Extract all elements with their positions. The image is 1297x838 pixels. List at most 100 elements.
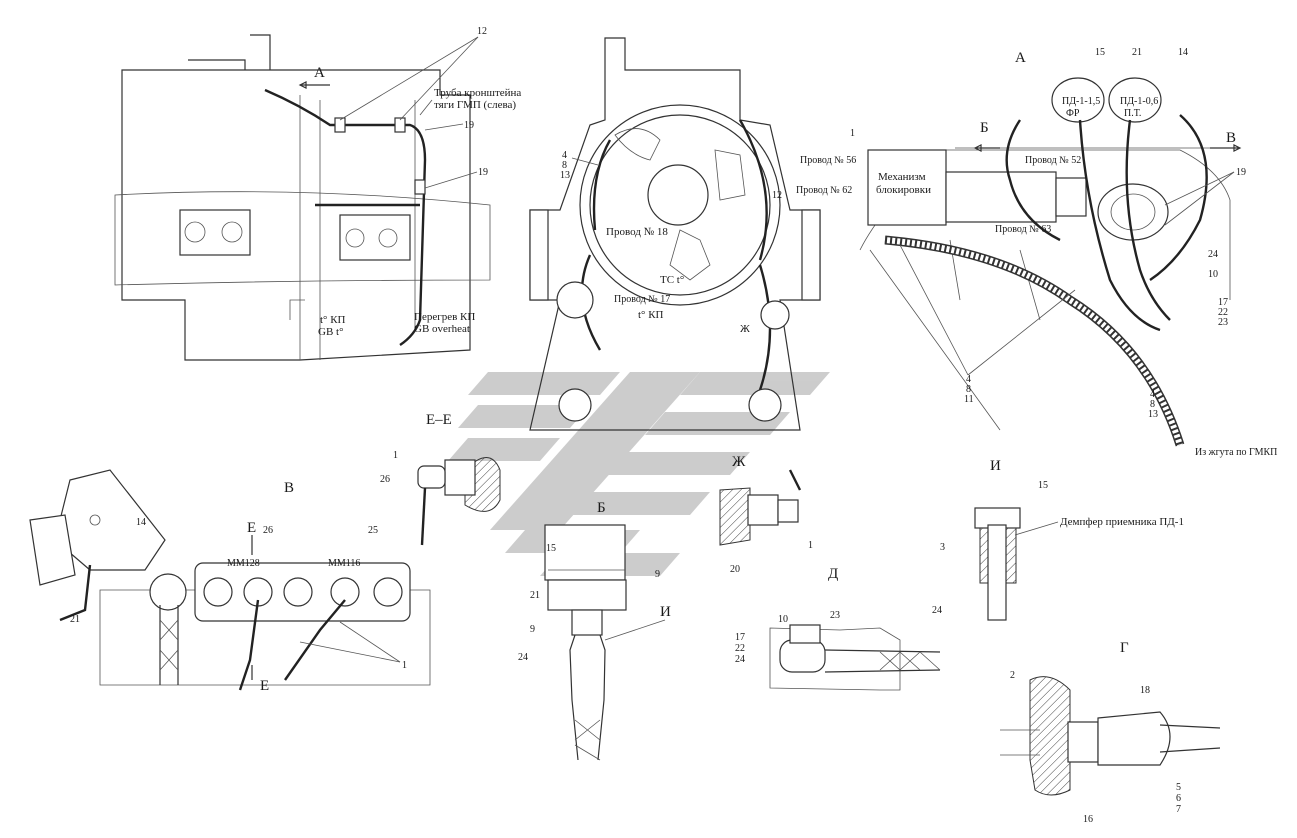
label-mm116: ММ116 bbox=[328, 558, 360, 569]
label-overheat-en: GB overheat bbox=[414, 323, 470, 335]
callout-15a: 15 bbox=[1095, 47, 1105, 58]
label-wire-52: Провод № 52 bbox=[1025, 155, 1081, 166]
callout-11b: 11 bbox=[964, 394, 974, 405]
callout-4a: 4 bbox=[562, 150, 567, 161]
view-g-detail: Г 2 18 5 6 7 16 bbox=[1000, 640, 1221, 825]
callout-8c: 8 bbox=[1150, 399, 1155, 410]
callout-23b: 23 bbox=[830, 610, 840, 621]
label-pipe-2: тяги ГМП (слева) bbox=[434, 99, 516, 111]
section-e-bottom: Е bbox=[260, 678, 269, 694]
callout-3: 3 bbox=[940, 542, 945, 553]
view-g-title: Г bbox=[1120, 640, 1129, 656]
view-zh-callout: Ж bbox=[740, 323, 750, 335]
callout-22b: 22 bbox=[735, 643, 745, 654]
view-d-detail: Д 10 23 17 22 24 bbox=[735, 566, 941, 691]
view-zh-detail: Ж 1 20 bbox=[719, 454, 813, 575]
callout-18: 18 bbox=[1140, 685, 1150, 696]
callout-24d: 24 bbox=[932, 605, 942, 616]
callout-10a: 10 bbox=[1208, 269, 1218, 280]
label-gb-temp-en: GB t° bbox=[318, 326, 344, 338]
callout-21c: 21 bbox=[530, 590, 540, 601]
label-wire-63: Провод № 63 bbox=[995, 224, 1051, 235]
label-tc-temp: ТС t° bbox=[660, 274, 684, 286]
callout-20: 20 bbox=[730, 564, 740, 575]
view-d-title: Д bbox=[828, 566, 838, 582]
callout-1a: 1 bbox=[850, 128, 855, 139]
label-mm128: ММ128 bbox=[227, 558, 260, 569]
callout-21b: 21 bbox=[70, 614, 80, 625]
callout-4b: 4 bbox=[966, 374, 971, 385]
label-mech-1: Механизм bbox=[878, 171, 926, 183]
label-gb-temp-2: t° КП bbox=[638, 309, 664, 321]
callout-14b: 14 bbox=[136, 517, 146, 528]
label-wire-62: Провод № 62 bbox=[796, 185, 852, 196]
callout-15c: 15 bbox=[1038, 480, 1048, 491]
callout-12b: 12 bbox=[772, 190, 782, 201]
label-mech-2: блокировки bbox=[876, 184, 931, 196]
label-wire-18: Провод № 18 bbox=[606, 226, 668, 238]
callout-1c: 1 bbox=[393, 450, 398, 461]
callout-9b: 9 bbox=[530, 624, 535, 635]
callout-6: 6 bbox=[1176, 793, 1181, 804]
label-wire-56: Провод № 56 bbox=[800, 155, 856, 166]
callout-14a: 14 bbox=[1178, 47, 1188, 58]
view-a-title: А bbox=[1015, 50, 1026, 66]
callout-12: 12 bbox=[477, 26, 487, 37]
label-fr: ФР bbox=[1066, 108, 1080, 119]
view-b-title: Б bbox=[597, 500, 606, 516]
view-i-title: И bbox=[990, 458, 1001, 474]
gearbox-front-view: 4 8 13 12 Провод № 18 ТС t° Провод № 17 … bbox=[529, 37, 821, 431]
callout-26b: 26 bbox=[380, 474, 390, 485]
label-harness-from: Из жгута по ГМКП bbox=[1195, 447, 1277, 458]
gearbox-side-view: А 12 Труба кронштейнa тяги ГМП (слева) 1… bbox=[114, 26, 521, 361]
label-pd06: ПД-1-0,6 bbox=[1120, 96, 1158, 107]
view-b-detail: Б 15 9 21 9 24 И bbox=[518, 500, 671, 761]
callout-16: 16 bbox=[1083, 814, 1093, 825]
label-gb-temp-ru: t° КП bbox=[320, 314, 346, 326]
label-pipe-1: Труба кронштейнa bbox=[434, 87, 521, 99]
view-v-detail: В 14 21 26 25 ММ128 ММ116 1 Е Е bbox=[29, 469, 431, 694]
label-pd15: ПД-1-1,5 bbox=[1062, 96, 1100, 107]
callout-26a: 26 bbox=[263, 525, 273, 536]
label-overheat-ru: Перегрев КП bbox=[414, 311, 475, 323]
callout-25: 25 bbox=[368, 525, 378, 536]
callout-7: 7 bbox=[1176, 804, 1181, 815]
view-b-callout-a: Б bbox=[980, 120, 989, 136]
callout-2: 2 bbox=[1010, 670, 1015, 681]
callout-13a: 13 bbox=[560, 170, 570, 181]
callout-1b: 1 bbox=[402, 660, 407, 671]
callout-10b: 10 bbox=[778, 614, 788, 625]
view-a-detail: А Механизм блокировки ПД-1-1,5 ПД-1-0,6 … bbox=[796, 47, 1277, 458]
callout-15b: 15 bbox=[546, 543, 556, 554]
view-i-callout: И bbox=[660, 604, 671, 620]
callout-19a: 19 bbox=[464, 120, 474, 131]
callout-24b: 24 bbox=[518, 652, 528, 663]
callout-23a: 23 bbox=[1218, 317, 1228, 328]
callout-17a: 17 bbox=[1218, 297, 1228, 308]
callout-1d: 1 bbox=[808, 540, 813, 551]
callout-13c: 13 bbox=[1148, 409, 1158, 420]
view-a-callout: А bbox=[314, 65, 325, 81]
callout-22a: 22 bbox=[1218, 307, 1228, 318]
callout-5: 5 bbox=[1176, 782, 1181, 793]
label-wire-17: Провод № 17 bbox=[614, 294, 670, 305]
label-pt: П.Т. bbox=[1124, 108, 1141, 119]
callout-24a: 24 bbox=[1208, 249, 1218, 260]
callout-4c: 4 bbox=[1150, 389, 1155, 400]
view-i-detail: И 15 Демпфер приемника ПД-1 3 24 bbox=[932, 458, 1184, 621]
callout-17b: 17 bbox=[735, 632, 745, 643]
callout-19b: 19 bbox=[478, 167, 488, 178]
section-ee-title: Е–Е bbox=[426, 412, 452, 428]
view-zh-title: Ж bbox=[732, 454, 746, 470]
section-e-top: Е bbox=[247, 520, 256, 536]
label-damper: Демпфер приемника ПД-1 bbox=[1060, 516, 1184, 528]
callout-8a: 8 bbox=[562, 160, 567, 171]
callout-21a: 21 bbox=[1132, 47, 1142, 58]
callout-8b: 8 bbox=[966, 384, 971, 395]
view-v-callout-a: В bbox=[1226, 130, 1236, 146]
view-v-title: В bbox=[284, 480, 294, 496]
callout-9a: 9 bbox=[655, 569, 660, 580]
callout-24c: 24 bbox=[735, 654, 745, 665]
